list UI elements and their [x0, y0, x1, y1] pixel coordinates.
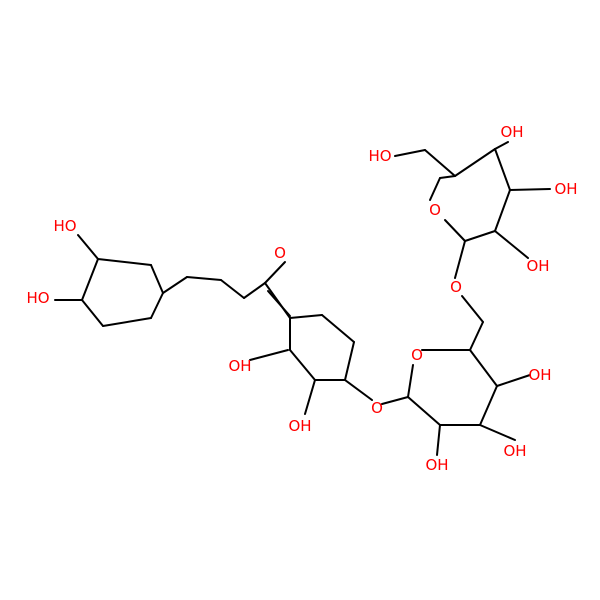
- bond-7: [186, 276, 222, 281]
- oh-glucose-1-c3-label: OH: [528, 366, 551, 384]
- bond-27: [267, 290, 291, 317]
- bond-26: [264, 261, 286, 284]
- bond-8: [220, 279, 245, 299]
- bond-45: [496, 374, 531, 387]
- glucose-1-ring-oxygen-label: O: [411, 346, 423, 364]
- bond-34: [469, 321, 484, 351]
- bond-23: [494, 148, 511, 191]
- bond-41: [494, 141, 509, 150]
- oh-glucose-2-c4-label: OH: [500, 123, 523, 141]
- bond-13: [344, 341, 355, 381]
- oh-glucose-1-c4-label: OH: [503, 442, 526, 460]
- bond-36: [454, 240, 466, 279]
- oh-caffeoyl-top-label: HO: [53, 217, 76, 235]
- oh-glucose-2-c3-label: OH: [554, 180, 577, 198]
- bond-11: [289, 314, 323, 319]
- glucose-2-ring-oxygen-label: O: [429, 201, 441, 219]
- bond-19: [479, 385, 498, 426]
- bond-20: [469, 349, 498, 387]
- bond-0: [97, 258, 152, 266]
- oh-glucose-2-c2-label: OH: [526, 257, 549, 275]
- bond-24: [454, 148, 496, 177]
- bond-17: [407, 396, 441, 426]
- bond-35: [461, 295, 484, 323]
- bond-42: [509, 188, 551, 191]
- bond-9: [243, 282, 266, 299]
- bond-1: [150, 264, 164, 294]
- oh-ring-2-label: OH: [228, 357, 251, 375]
- bond-37: [444, 219, 466, 242]
- atom-labels: HO HO O OH OH O O OH OH OH O O HO OH OH …: [26, 123, 577, 474]
- bond-47: [77, 234, 99, 260]
- bond-28: [249, 349, 289, 361]
- bond-12: [321, 314, 355, 343]
- oh-glucose-1-c2-label: OH: [425, 456, 448, 474]
- bonds: [54, 141, 551, 456]
- bond-6: [162, 276, 188, 294]
- bond-32: [407, 364, 414, 398]
- bond-38: [429, 177, 441, 201]
- bond-2: [150, 292, 164, 319]
- oh-caffeoyl-bottom-label: HO: [26, 289, 49, 307]
- bond-22: [494, 189, 511, 232]
- bond-4: [81, 299, 104, 327]
- hoch2-glucose-2-label: HO: [368, 147, 391, 165]
- glycosidic-oxygen-1-label: O: [371, 399, 383, 417]
- bond-46: [436, 424, 441, 456]
- bond-15: [289, 349, 316, 381]
- bond-40: [394, 149, 426, 157]
- bond-21: [464, 230, 496, 242]
- linker-oxygen-label: O: [450, 278, 462, 296]
- bond-5: [81, 258, 99, 301]
- bond-30: [344, 379, 373, 401]
- bond-25: [424, 149, 456, 177]
- bond-44: [479, 424, 516, 441]
- oh-ring-3-label: OH: [288, 417, 311, 435]
- bond-29: [304, 379, 316, 415]
- ketone-oxygen-label: O: [274, 244, 286, 262]
- bond-43: [494, 230, 529, 259]
- bond-31: [381, 396, 409, 405]
- bond-39: [439, 175, 456, 179]
- bond-3: [102, 317, 152, 327]
